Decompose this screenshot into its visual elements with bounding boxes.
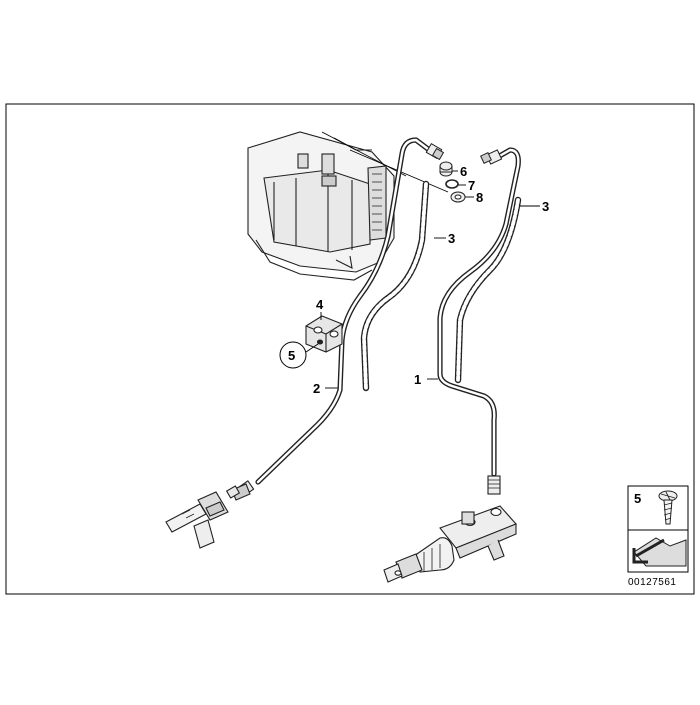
screw-icon: [658, 490, 678, 525]
callout-4: 4: [316, 297, 324, 312]
pipe-fitting-left: [425, 142, 445, 161]
callout-7: 7: [468, 178, 475, 193]
banjo-bolt: [439, 161, 453, 177]
diagram-reference-number: 00127561: [628, 577, 677, 588]
callout-5-circle: [279, 341, 307, 369]
callout-5: 5: [288, 348, 295, 363]
seal-ring: [445, 179, 459, 189]
brake-pipe-2: [255, 137, 435, 485]
callout-3-left: 3: [448, 231, 455, 246]
diagram-frame: [5, 103, 695, 595]
callout-8: 8: [476, 190, 483, 205]
callout-3-right: 3: [542, 199, 549, 214]
callout-6: 6: [460, 164, 467, 179]
protective-sleeve-right: [454, 196, 522, 384]
protective-sleeve-left: [360, 180, 430, 392]
legend-part-number: 5: [634, 491, 641, 506]
callout-leaders: [305, 170, 540, 389]
legend-box: 5: [627, 485, 689, 573]
callout-2: 2: [313, 381, 320, 396]
brake-pipe-1: [437, 147, 521, 477]
leader-line: [321, 131, 407, 177]
abs-hydraulic-unit: [247, 131, 395, 281]
brake-hose-connection: [165, 480, 255, 549]
pipe-fitting-right: [480, 149, 503, 165]
washer: [450, 191, 466, 203]
pipe-holder: [305, 315, 343, 353]
arrow-symbol-icon: [632, 537, 687, 567]
callout-1: 1: [414, 372, 421, 387]
brake-master-cylinder: [383, 475, 517, 583]
